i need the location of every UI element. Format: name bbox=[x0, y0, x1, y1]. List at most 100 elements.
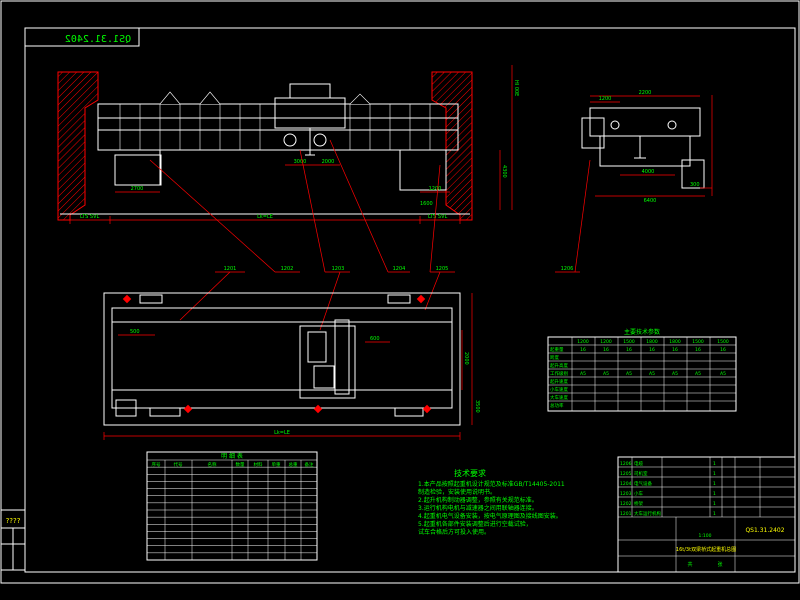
param-row-label: 跨度 bbox=[550, 354, 559, 361]
param-row-label: 起重量 bbox=[550, 346, 564, 353]
left-column-hatch bbox=[57, 71, 99, 221]
title-row-code: 1205 bbox=[620, 471, 632, 477]
footer-left: 共 bbox=[687, 561, 692, 568]
title-row-qty: 1 bbox=[713, 481, 716, 487]
parts-header: 数量 bbox=[236, 461, 245, 468]
param-row-label: 工作级别 bbox=[550, 370, 568, 377]
param-row-label: 总功率 bbox=[550, 402, 564, 409]
side-trolley-frame bbox=[589, 107, 701, 137]
param-row-label: 起升高度 bbox=[550, 362, 568, 369]
tech-req-item: 制造检验，安装使用说明书。 bbox=[418, 488, 496, 496]
balloon-1204: 1204 bbox=[393, 266, 406, 272]
param-row-label: 大车速度 bbox=[550, 394, 568, 401]
front-dim-right-vertical: 4300 bbox=[501, 165, 507, 178]
parts-header: 单重 bbox=[272, 461, 281, 468]
left-margin-label: ???? bbox=[6, 517, 21, 525]
balloon-1205: 1205 bbox=[436, 266, 449, 272]
left-margin-block: ???? bbox=[0, 509, 26, 571]
front-dim-end-right: 1600 bbox=[420, 201, 433, 207]
balloon-1202: 1202 bbox=[281, 266, 294, 272]
mirrored-code-box: QS1.31.2402 bbox=[24, 27, 140, 47]
title-row-name: 电缆 bbox=[634, 460, 643, 467]
plan-dim-right: 3500 bbox=[474, 400, 480, 413]
plan-trolley bbox=[299, 325, 356, 399]
plan-dim-left-small: 500 bbox=[130, 329, 140, 335]
param-col-3: 1500 bbox=[623, 339, 635, 345]
tech-req-item: 2.起升机构制动器调整，参照有关规范标准。 bbox=[418, 496, 538, 504]
parts-header: 材料 bbox=[254, 461, 263, 468]
inner-border bbox=[24, 27, 796, 573]
title-row-code: 1201 bbox=[620, 511, 632, 517]
title-row-code: 1206 bbox=[620, 461, 632, 467]
title-row-qty: 1 bbox=[713, 511, 716, 517]
title-row-qty: 1 bbox=[713, 461, 716, 467]
title-block: 1206 电缆 1 1205 司机室 1 1204 电气设备 1 1203 小车… bbox=[617, 456, 796, 573]
parts-header: 名称 bbox=[208, 461, 217, 468]
param-cell: A5 bbox=[649, 371, 655, 377]
front-dim-trolley-gauge: 3000 bbox=[294, 159, 307, 165]
param-cell: 16 bbox=[603, 347, 609, 353]
footer-right: 张 bbox=[717, 561, 722, 568]
parts-header: 备注 bbox=[305, 461, 314, 468]
title-row-name: 电气设备 bbox=[634, 480, 652, 487]
title-row-qty: 1 bbox=[713, 501, 716, 507]
side-dim-bottom-mid: 4000 bbox=[642, 169, 655, 175]
front-dim-span-left: LTS SVL bbox=[80, 214, 100, 220]
plan-outer bbox=[103, 292, 461, 426]
title-row-name: 大车运行机构 bbox=[634, 510, 661, 517]
parts-header: 代号 bbox=[174, 461, 183, 468]
param-col-7: 1500 bbox=[717, 339, 729, 345]
balloon-1201: 1201 bbox=[224, 266, 237, 272]
parts-header: 总重 bbox=[289, 461, 298, 468]
side-dim-top-overall: 2200 bbox=[639, 90, 652, 96]
param-cell: A5 bbox=[626, 371, 632, 377]
drawing-code: QS1.31.2402 bbox=[745, 527, 784, 534]
title-row-qty: 1 bbox=[713, 471, 716, 477]
scale-note: 1:100 bbox=[699, 533, 712, 539]
front-dim-span-middle: Lk=LE bbox=[257, 214, 273, 220]
balloon-1206: 1206 bbox=[561, 266, 574, 272]
param-cell: A5 bbox=[603, 371, 609, 377]
title-row-qty: 1 bbox=[713, 491, 716, 497]
title-row-code: 1203 bbox=[620, 491, 632, 497]
param-cell: 16 bbox=[649, 347, 655, 353]
param-cell: A5 bbox=[672, 371, 678, 377]
side-view: 2200 1200 6400 4000 300 bbox=[581, 90, 713, 204]
front-dim-end-left: 2700 bbox=[131, 186, 144, 192]
front-dim-height: HI 00E bbox=[513, 80, 519, 96]
parts-list-title: 明 细 表 bbox=[221, 452, 243, 460]
param-cell: 16 bbox=[626, 347, 632, 353]
outer-border bbox=[0, 0, 800, 584]
cabin bbox=[114, 154, 162, 186]
param-cell: A5 bbox=[580, 371, 586, 377]
param-cell: A5 bbox=[695, 371, 701, 377]
technical-requirements: 技术要求 1.本产品按照起重机设计规范及标准GB/T14405-2011 制造检… bbox=[418, 468, 565, 536]
param-cell: 16 bbox=[720, 347, 726, 353]
tech-req-title: 技术要求 bbox=[454, 468, 486, 478]
balloon-1203: 1203 bbox=[332, 266, 345, 272]
mirrored-code: QS1.31.2402 bbox=[65, 34, 131, 45]
front-dim-right-small: 1200 bbox=[429, 186, 442, 192]
param-cell: 16 bbox=[580, 347, 586, 353]
param-col-4: 1800 bbox=[646, 339, 658, 345]
tech-req-item: 5.起重机各部件安装调整后进行空载试验， bbox=[418, 520, 532, 528]
parameter-table-title: 主要技术参数 bbox=[624, 328, 660, 336]
param-row-label: 小车速度 bbox=[550, 386, 568, 393]
param-cell: A5 bbox=[720, 371, 726, 377]
side-dim-bottom-small: 300 bbox=[690, 182, 700, 188]
param-row-label: 起升速度 bbox=[550, 378, 568, 385]
tech-req-item: 试车合格后方可投入使用。 bbox=[418, 528, 490, 536]
param-col-6: 1500 bbox=[692, 339, 704, 345]
drawing-name: 16t/3t双梁桥式起重机总图 bbox=[676, 546, 736, 553]
tech-req-item: 1.本产品按照起重机设计规范及标准GB/T14405-2011 bbox=[418, 480, 565, 488]
front-dim-trolley-wheelbase: 2000 bbox=[322, 159, 335, 165]
parts-header: 序号 bbox=[152, 461, 161, 468]
param-cell: 16 bbox=[672, 347, 678, 353]
plan-dim-right-inner: 2000 bbox=[463, 352, 469, 365]
right-column-hatch bbox=[431, 71, 473, 221]
param-col-2: 1200 bbox=[600, 339, 612, 345]
side-dim-bottom: 6400 bbox=[644, 198, 657, 204]
parts-list: 明 细 表 序号 代号 名称 数量 材料 单重 总重 备注 bbox=[146, 451, 318, 561]
title-row-name: 小车 bbox=[634, 490, 643, 497]
